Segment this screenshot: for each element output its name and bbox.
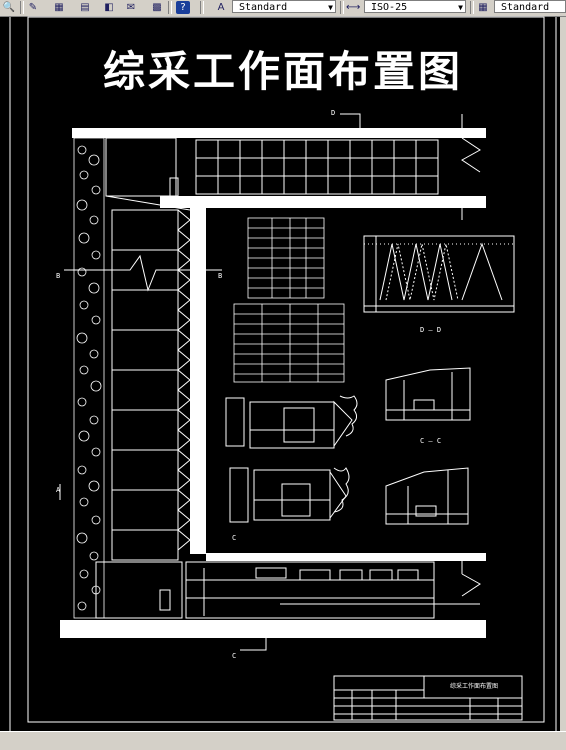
tool-palette-icon[interactable]: ▤ bbox=[80, 2, 90, 13]
toolbar-separator bbox=[340, 1, 344, 14]
dim-style-value: ISO-25 bbox=[371, 2, 408, 13]
table-lower bbox=[233, 303, 345, 383]
drawing-title: 综采工作面布置图 bbox=[102, 47, 463, 96]
section-label-b-right: B bbox=[218, 272, 223, 280]
bottom-roadway-bar-2 bbox=[206, 553, 486, 561]
title-block bbox=[333, 675, 523, 721]
section-cc bbox=[385, 467, 469, 525]
table-upper bbox=[247, 217, 325, 299]
hydraulic-supports bbox=[95, 137, 191, 619]
calculator-icon[interactable]: ▩ bbox=[152, 2, 162, 13]
vertical-scrollbar[interactable] bbox=[560, 17, 566, 731]
chevron-down-icon[interactable]: ▼ bbox=[328, 3, 333, 12]
drawing-frame bbox=[27, 16, 545, 723]
section-label-d-top: D bbox=[331, 109, 336, 117]
break-line-B bbox=[64, 254, 222, 292]
right-roadway-markers bbox=[461, 114, 481, 597]
toolbar: 🔍 ✎ ▦ ▤ ◧ ✉ ▩ ? A Standard ▼ ⟷ ISO-25 ▼ … bbox=[0, 0, 566, 17]
top-grid bbox=[195, 139, 439, 195]
text-style-value: Standard bbox=[239, 2, 288, 13]
bottom-conveyor bbox=[185, 561, 480, 619]
shearer-view-lower bbox=[229, 467, 350, 523]
design-center-icon[interactable]: ▦ bbox=[54, 2, 64, 13]
toolbar-separator bbox=[200, 1, 204, 14]
section-dd bbox=[385, 367, 471, 421]
top-roadway-bar bbox=[72, 128, 486, 138]
help-icon[interactable]: ? bbox=[176, 1, 190, 14]
toolbar-separator bbox=[168, 1, 172, 14]
section-label-a-left: A bbox=[56, 486, 61, 494]
face-line bbox=[190, 208, 206, 554]
status-strip bbox=[0, 731, 566, 750]
bottom-roadway-bar bbox=[60, 620, 486, 638]
dim-style-icon[interactable]: ⟷ bbox=[346, 2, 361, 13]
chevron-down-icon[interactable]: ▼ bbox=[458, 3, 463, 12]
cycle-chart bbox=[363, 235, 515, 313]
section-label-c-bottom: C bbox=[232, 652, 237, 660]
section-label-cc: C — C bbox=[420, 437, 442, 445]
section-label-b-left: B bbox=[56, 272, 61, 280]
section-label-c-mid: C bbox=[232, 534, 237, 542]
toolbar-separator bbox=[20, 1, 24, 14]
leader-C bbox=[240, 638, 267, 651]
sheet-set-icon[interactable]: ◧ bbox=[104, 2, 114, 13]
leader-D bbox=[340, 113, 361, 128]
title-block-heading: 综采工作面布置图 bbox=[450, 683, 499, 690]
top-roadway-bar-2 bbox=[160, 196, 486, 208]
goaf-texture bbox=[73, 137, 105, 619]
markup-icon[interactable]: ✉ bbox=[126, 2, 136, 13]
properties-icon[interactable]: ✎ bbox=[28, 2, 38, 13]
table-style-value: Standard bbox=[501, 2, 550, 13]
text-style-select[interactable]: Standard ▼ bbox=[232, 0, 336, 13]
toolbar-separator bbox=[470, 1, 474, 14]
zoom-icon[interactable]: 🔍 bbox=[2, 2, 16, 13]
text-style-icon[interactable]: A bbox=[217, 2, 225, 13]
section-label-dd: D — D bbox=[420, 326, 442, 334]
dim-style-select[interactable]: ISO-25 ▼ bbox=[364, 0, 466, 13]
shearer-view-upper bbox=[225, 395, 358, 449]
table-style-icon[interactable]: ▦ bbox=[478, 2, 488, 13]
